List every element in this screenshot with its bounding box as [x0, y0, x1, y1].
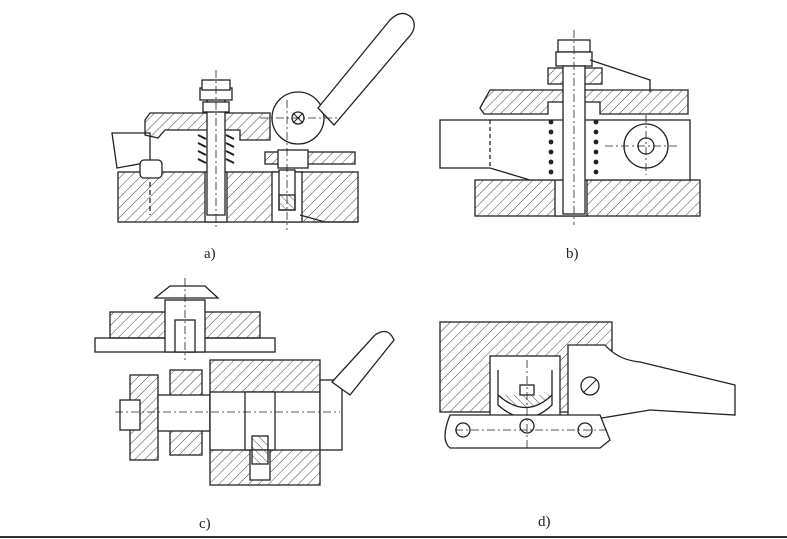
- panel-b-eccentric: [623, 123, 669, 169]
- panel-a-drawing: [111, 12, 415, 230]
- panel-label-c: c): [199, 516, 211, 532]
- panel-c-lever: [331, 330, 395, 396]
- bottom-divider: [0, 536, 787, 538]
- panel-label-d: d): [538, 514, 551, 530]
- panel-d-drawing: [439, 321, 736, 450]
- panel-a-spring: [197, 134, 235, 164]
- panel-c-drawing: [94, 278, 395, 486]
- panel-b-spring: [548, 119, 599, 175]
- panel-b-drawing: [439, 30, 701, 225]
- panel-a-lever: [317, 12, 415, 126]
- panel-a-base: [117, 171, 359, 223]
- panel-label-a: a): [204, 246, 216, 262]
- panel-label-b: b): [566, 246, 579, 262]
